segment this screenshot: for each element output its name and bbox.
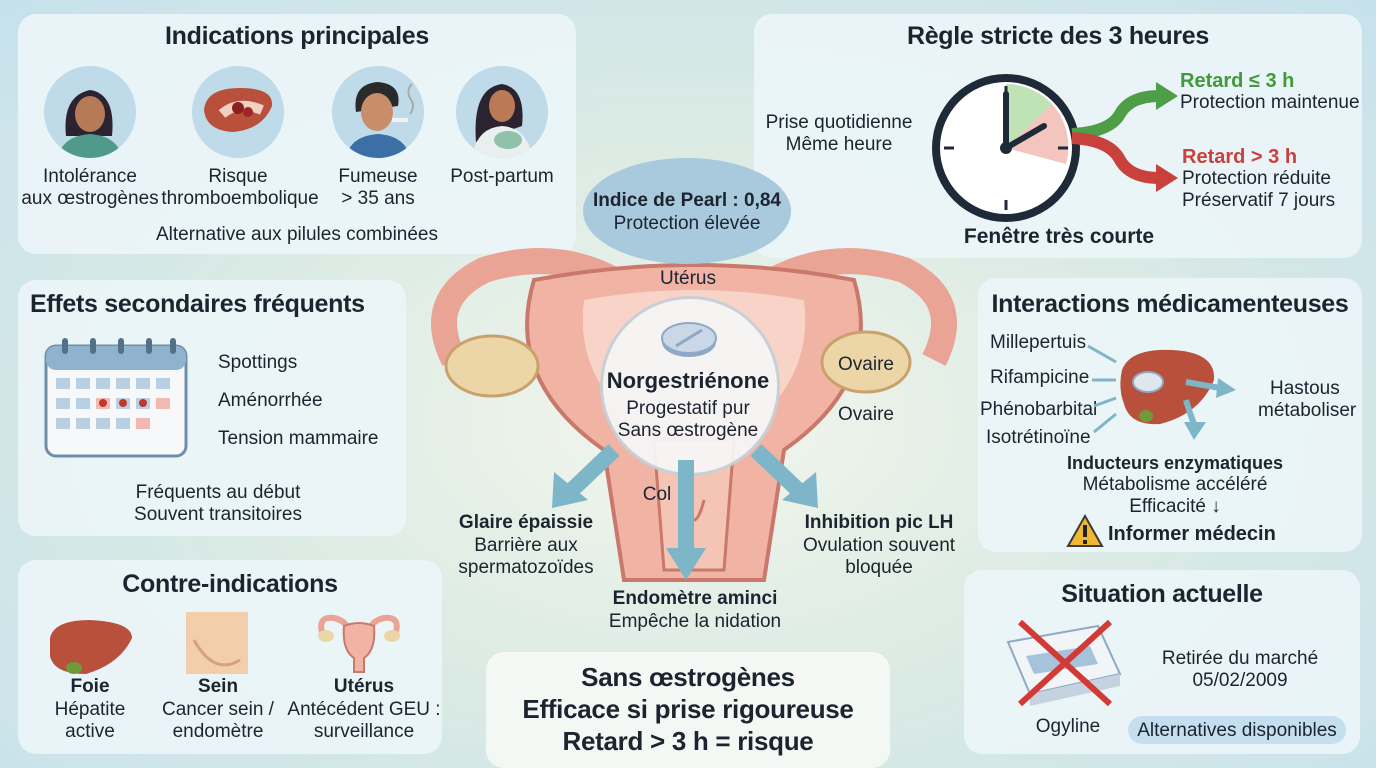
pearl-bubble (583, 158, 791, 264)
uterus-icon (318, 614, 400, 673)
contra-foie-2: active (65, 721, 115, 742)
mech-right-1: Ovulation souvent (802, 535, 956, 556)
liver-icon (50, 620, 132, 674)
interactions-title: Interactions médicamenteuses (991, 290, 1349, 318)
contra-foie-1: Hépatite (54, 699, 126, 720)
interactions-panel: Interactions médicamenteuses Millepertui… (978, 278, 1362, 552)
woman-portrait-icon (44, 66, 136, 158)
metabolism-line: Métabolisme accéléré (1082, 474, 1268, 495)
drug-sub-1: Progestatif pur (626, 398, 750, 419)
indication-label: Fumeuse (338, 166, 418, 187)
late-title: Retard > 3 h (1182, 146, 1298, 168)
ovary-right-label: Ovaire (838, 354, 894, 375)
metabolize-label-1: Hastous (1270, 378, 1340, 399)
side-effects-footer-2: Souvent transitoires (134, 504, 302, 525)
col-label: Col (642, 484, 672, 505)
summary-line-1: Sans œstrogènes (581, 662, 795, 692)
ovary-label: Ovaire (838, 404, 894, 425)
interaction-drug: Millepertuis (990, 332, 1087, 353)
alternatives-label: Alternatives disponibles (1137, 720, 1337, 741)
side-effects-title: Effets secondaires fréquents (30, 290, 365, 318)
pearl-protection: Protection élevée (613, 213, 761, 234)
mech-left-2: spermatozoïdes (458, 557, 594, 578)
clock-icon (932, 74, 1080, 222)
warning-icon (1066, 513, 1104, 547)
mech-left-title: Glaire épaissie (458, 512, 594, 533)
indications-footer: Alternative aux pilules combinées (156, 224, 438, 245)
indication-label: thromboembolique (161, 188, 319, 209)
mech-right-title: Inhibition pic LH (804, 512, 954, 533)
liver-clot-icon (192, 66, 284, 158)
uterus-label: Utérus (660, 268, 716, 289)
breast-icon (186, 612, 248, 674)
pearl-index: Indice de Pearl : 0,84 (593, 190, 781, 211)
rule-left-1: Prise quotidienne (765, 112, 913, 133)
indication-label: Post-partum (450, 166, 554, 187)
side-effect-item: Spottings (218, 352, 298, 373)
indication-label: Risque (208, 166, 268, 187)
rule-footer: Fenêtre très courte (963, 225, 1155, 248)
drug-sub-2: Sans œstrogène (617, 420, 759, 441)
status-title: Situation actuelle (1061, 580, 1263, 608)
interaction-drug: Phénobarbital (980, 399, 1098, 420)
smoker-icon (332, 66, 424, 158)
summary-line-3: Retard > 3 h = risque (562, 726, 814, 756)
status-line-1: Retirée du marché (1161, 648, 1319, 669)
efficacy-line: Efficacité ↓ (1129, 496, 1221, 517)
metabolize-label-2: métaboliser (1258, 400, 1357, 421)
summary-panel: Sans œstrogènes Efficace si prise rigour… (486, 652, 890, 768)
indication-label: Intolérance (42, 166, 137, 187)
indications-panel: Indications principales Int (18, 14, 576, 254)
late-text-2: Préservatif 7 jours (1182, 190, 1336, 211)
ok-text: Protection maintenue (1180, 92, 1360, 113)
inducers-label: Inducteurs enzymatiques (1066, 453, 1284, 473)
product-name: Ogyline (1035, 716, 1101, 737)
mech-right-2: bloquée (845, 557, 913, 578)
late-text-1: Protection réduite (1182, 168, 1331, 189)
contra-sein-2: endomètre (172, 721, 264, 742)
side-effects-footer-1: Fréquents au début (135, 482, 301, 503)
rule-title: Règle stricte des 3 heures (906, 22, 1210, 50)
contra-sein-title: Sein (197, 676, 239, 697)
mech-bottom-title: Endomètre aminci (612, 588, 778, 609)
mother-baby-icon (456, 66, 548, 158)
withdrawn-box-icon (1006, 619, 1122, 707)
mech-left-1: Barrière aux (474, 535, 578, 556)
status-panel: Situation actuelle Retirée du marché 05/… (964, 570, 1360, 754)
contra-panel: Contre-indications Foie Hépatite active … (18, 560, 442, 754)
drug-name: Norgestriénone (606, 368, 770, 393)
summary-line-2: Efficace si prise rigoureuse (522, 694, 854, 724)
status-line-2: 05/02/2009 (1192, 670, 1288, 691)
ok-title: Retard ≤ 3 h (1180, 70, 1295, 92)
rule-left-2: Même heure (785, 134, 893, 155)
interaction-drug: Rifampicine (990, 367, 1090, 388)
calendar-icon (44, 338, 188, 458)
indication-label: > 35 ans (341, 188, 415, 209)
contra-foie-title: Foie (70, 676, 110, 697)
contra-title: Contre-indications (122, 570, 338, 598)
alternatives-badge (1128, 716, 1346, 744)
metabolism-arrow (1183, 378, 1236, 440)
mech-bottom-1: Empêche la nidation (608, 611, 782, 632)
contra-uterus-title: Utérus (333, 676, 395, 697)
interaction-drug: Isotrétinoïne (986, 427, 1091, 448)
rule-panel: Règle stricte des 3 heures Prise quotidi… (754, 14, 1362, 258)
contra-uterus-2: surveillance (313, 721, 415, 742)
ok-arrow (1071, 82, 1178, 192)
side-effect-item: Tension mammaire (218, 428, 379, 449)
mechanism-arrows (552, 444, 818, 580)
indications-title: Indications principales (165, 22, 429, 50)
contra-uterus-1: Antécédent GEU : (287, 699, 441, 720)
side-effects-panel: Effets secondaires fréquents Spottings A… (18, 280, 406, 536)
side-effect-item: Aménorrhée (218, 390, 323, 411)
indication-label: aux œstrogènes (21, 188, 159, 209)
contra-sein-1: Cancer sein / (162, 699, 274, 720)
pill-icon (661, 322, 717, 357)
warning-label: Informer médecin (1108, 523, 1276, 545)
